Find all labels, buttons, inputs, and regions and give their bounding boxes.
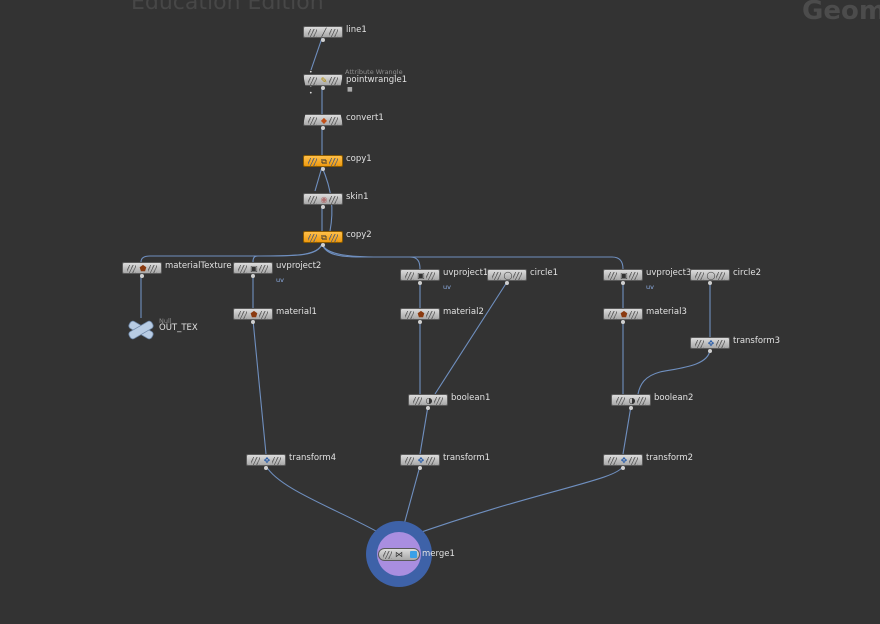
output-port[interactable]	[708, 349, 712, 353]
context-watermark: Geom	[802, 0, 880, 26]
node-label-line1: line1	[346, 25, 367, 35]
output-port[interactable]	[321, 86, 325, 90]
node-label-transform3: transform3	[733, 336, 781, 346]
node-label-circle2: circle2	[733, 268, 762, 278]
node-label-skin1: skin1	[346, 192, 369, 202]
copy-icon: ⧉	[321, 233, 327, 242]
output-port[interactable]	[708, 281, 712, 285]
wire-circle1-boolean1	[434, 281, 508, 395]
output-port[interactable]	[621, 466, 625, 470]
lock-icon: ■	[347, 86, 353, 93]
boolean-icon: ◑	[425, 396, 433, 405]
transform-icon: ✥	[707, 339, 715, 348]
output-port[interactable]	[418, 281, 422, 285]
skin-icon: ◉	[320, 195, 328, 204]
transform-icon: ✥	[620, 456, 628, 465]
wire-copy2-uvproject2	[252, 243, 323, 263]
output-port[interactable]	[321, 205, 325, 209]
node-label-copy1: copy1	[346, 154, 372, 164]
wire-boolean2-transform2	[622, 405, 632, 455]
circle-icon: ◯	[706, 271, 716, 280]
material-icon: ⬟	[620, 310, 628, 319]
convert-icon: ◆	[320, 116, 328, 125]
node-label-material2: material2	[443, 307, 484, 317]
node-comment-uvproject2: uv	[276, 276, 284, 284]
node-label-material3: material3	[646, 307, 687, 317]
output-port[interactable]	[321, 38, 325, 42]
copy-icon: ⧉	[321, 157, 327, 166]
node-comment-uvproject3: uv	[646, 283, 654, 291]
material-icon: ⬟	[250, 310, 258, 319]
wire-transform4-merge1	[265, 465, 386, 537]
node-type-label-OUT_TEX: Null	[159, 317, 172, 325]
circle-icon: ◯	[503, 271, 513, 280]
uvproject-icon: ▣	[620, 271, 628, 280]
node-label-boolean2: boolean2	[654, 393, 694, 403]
wire-copy2-uvproject3	[321, 243, 624, 270]
output-port[interactable]	[140, 274, 144, 278]
wire-material1-transform4	[252, 319, 267, 455]
wrangle-icon: ✎	[320, 76, 328, 85]
output-port[interactable]	[621, 281, 625, 285]
wire-transform3-boolean2	[637, 349, 711, 395]
transform-icon: ✥	[417, 456, 425, 465]
line-icon: ╱	[321, 28, 327, 37]
node-label-copy2: copy2	[346, 230, 372, 240]
wire-boolean1-transform1	[419, 405, 429, 455]
node-label-uvproject1: uvproject1	[443, 268, 489, 278]
wire-copy1-skin1	[314, 166, 323, 192]
node-label-OUT_TEX: OUT_TEX	[159, 323, 198, 333]
node-label-transform4: transform4	[289, 453, 337, 463]
output-port[interactable]	[251, 274, 255, 278]
output-port[interactable]	[418, 466, 422, 470]
material-icon: ⬟	[417, 310, 425, 319]
output-port[interactable]	[321, 167, 325, 171]
wire-transform2-merge1	[409, 465, 624, 537]
node-label-uvproject2: uvproject2	[276, 261, 322, 271]
node-label-materialTexture: materialTexture	[165, 261, 232, 271]
node-label-transform1: transform1	[443, 453, 491, 463]
merge-icon: ⋈	[395, 550, 403, 559]
wire-line1-pointwrangle1	[310, 37, 323, 71]
node-label-boolean1: boolean1	[451, 393, 491, 403]
material-icon: ⬟	[139, 264, 147, 273]
wire-copy2-materialTexture	[140, 243, 323, 263]
output-port[interactable]	[251, 320, 255, 324]
uvproject-icon: ▣	[417, 271, 425, 280]
output-port[interactable]	[264, 466, 268, 470]
transform-icon: ✥	[263, 456, 271, 465]
output-port[interactable]	[321, 126, 325, 130]
node-label-transform2: transform2	[646, 453, 694, 463]
output-port[interactable]	[629, 406, 633, 410]
output-port[interactable]	[621, 320, 625, 324]
node-label-uvproject3: uvproject3	[646, 268, 692, 278]
uvproject-icon: ▣	[250, 264, 258, 273]
edition-watermark: Education Edition	[131, 0, 324, 15]
node-label-circle1: circle1	[530, 268, 559, 278]
output-port[interactable]	[321, 243, 325, 247]
node-label-merge1: merge1	[422, 549, 455, 559]
output-port[interactable]	[505, 281, 509, 285]
node-comment-uvproject1: uv	[443, 283, 451, 291]
null-icon	[128, 320, 154, 340]
output-port[interactable]	[426, 406, 430, 410]
output-port[interactable]	[418, 320, 422, 324]
boolean-icon: ◑	[628, 396, 636, 405]
node-label-material1: material1	[276, 307, 317, 317]
node-type-label-pointwrangle1: Attribute Wrangle	[345, 68, 403, 76]
node-label-convert1: convert1	[346, 113, 384, 123]
node-label-pointwrangle1: pointwrangle1	[346, 75, 408, 85]
